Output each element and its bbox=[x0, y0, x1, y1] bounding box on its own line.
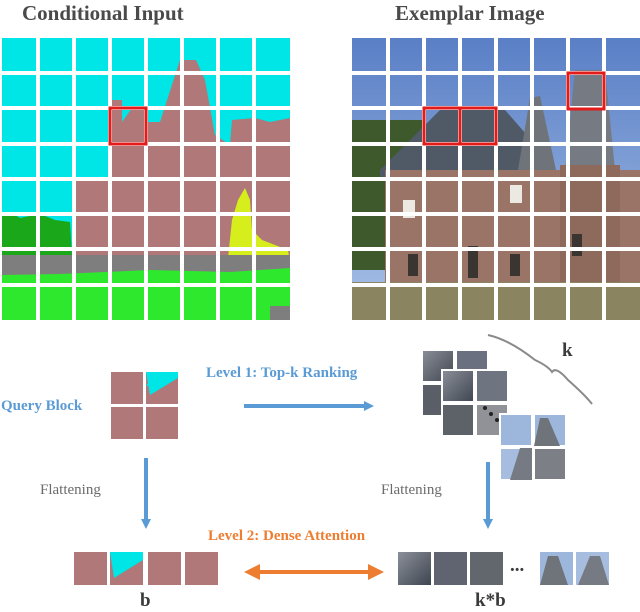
bush-region bbox=[228, 188, 290, 265]
exemplar-image-title: Exemplar Image bbox=[395, 1, 545, 25]
flattening-right-label: Flattening bbox=[381, 482, 442, 498]
match-highlight-box-3 bbox=[566, 71, 606, 111]
b-label: b bbox=[140, 590, 151, 611]
query-highlight-box bbox=[108, 106, 148, 146]
level2-label: Level 2: Dense Attention bbox=[208, 528, 366, 544]
query-block bbox=[111, 372, 178, 439]
flattening-left-label: Flattening bbox=[40, 482, 101, 498]
match-highlight-box-2 bbox=[458, 106, 498, 146]
level1-label: Level 1: Top-k Ranking bbox=[206, 365, 358, 381]
topk-block-stack bbox=[421, 349, 567, 481]
k-brace bbox=[487, 334, 593, 405]
ellipsis-label: ... bbox=[510, 555, 525, 576]
flattened-query-row bbox=[74, 552, 218, 585]
query-block-label: Query Block bbox=[1, 398, 83, 414]
level2-double-arrow bbox=[244, 564, 384, 580]
seg-grid-lines bbox=[2, 38, 290, 320]
flattened-key-row bbox=[398, 552, 609, 585]
conditional-input-title: Conditional Input bbox=[22, 1, 184, 25]
kb-label: k*b bbox=[475, 590, 506, 611]
k-label: k bbox=[562, 340, 573, 361]
